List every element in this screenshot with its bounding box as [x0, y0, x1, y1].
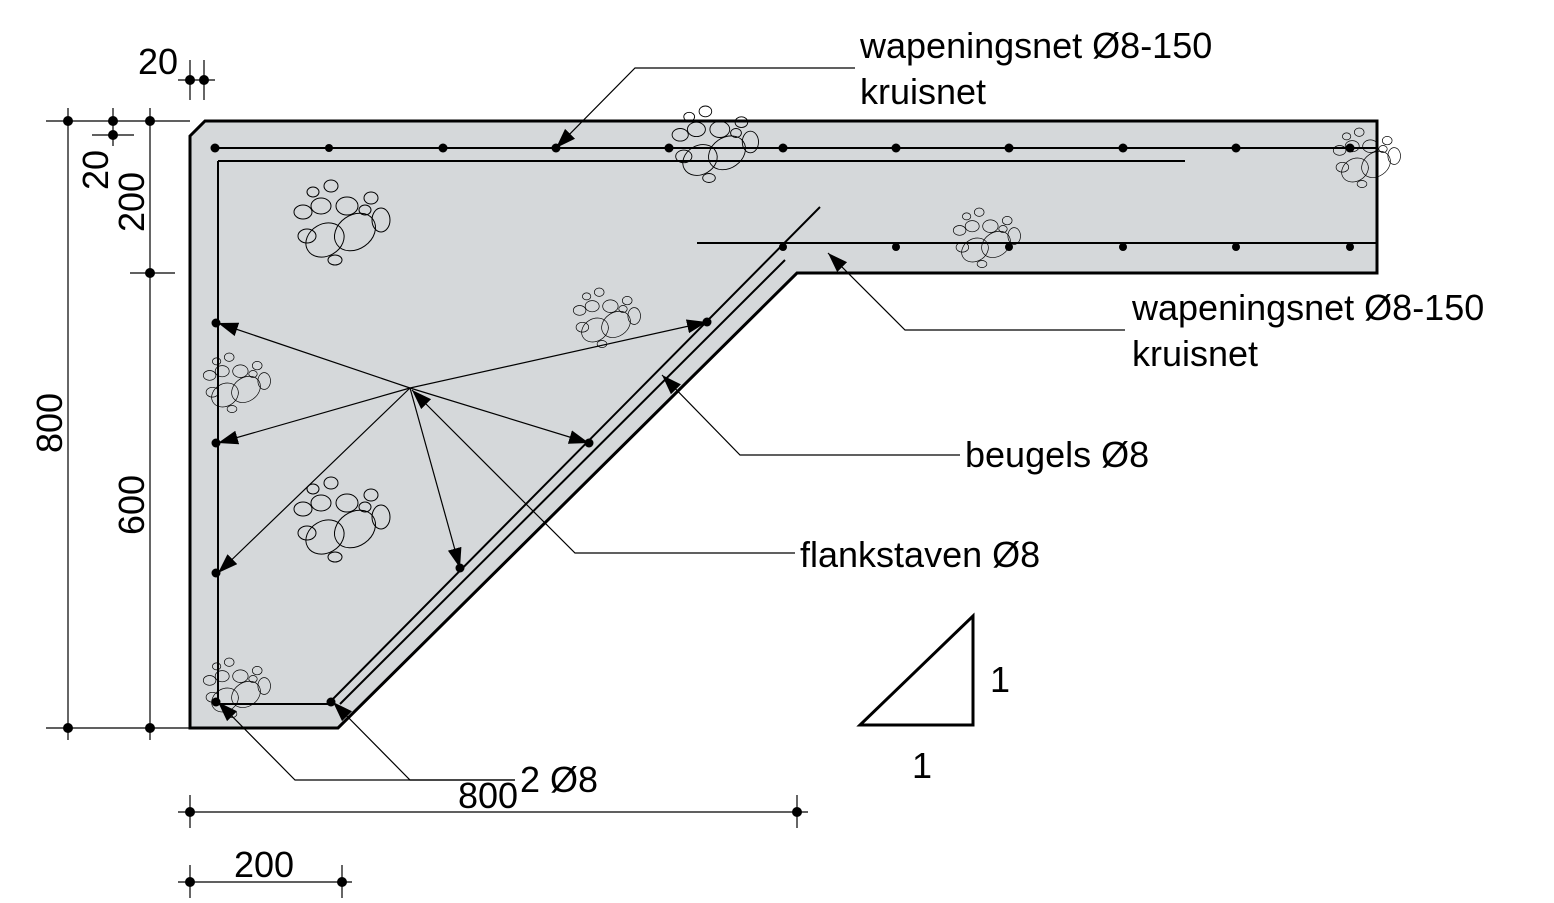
concrete-section [188, 119, 1379, 730]
slope-triangle [856, 612, 975, 727]
label-leaders [217, 67, 1125, 781]
dim-lower-height: 600 [111, 475, 152, 535]
bar-dots [210, 143, 1355, 707]
vertical-dimensions [46, 108, 190, 740]
label-bottom-mesh-line2: kruisnet [1132, 333, 1258, 374]
dim-total-width: 800 [458, 775, 518, 816]
dim-left-cover: 20 [75, 150, 116, 190]
stirrup-lines [217, 319, 708, 574]
horizontal-dimensions [178, 60, 808, 898]
dim-slab-thickness: 200 [111, 172, 152, 232]
dim-top-cover: 20 [138, 41, 178, 82]
label-top-mesh-line2: kruisnet [860, 71, 986, 112]
dim-total-height: 800 [29, 393, 70, 453]
label-bottom-mesh-line1: wapeningsnet Ø8-150 [1131, 287, 1484, 328]
label-corner-bars: 2 Ø8 [520, 759, 598, 800]
label-stirrups: beugels Ø8 [965, 434, 1149, 475]
dim-wall-width: 200 [234, 844, 294, 885]
slope-run: 1 [912, 745, 932, 786]
label-side-bars: flankstaven Ø8 [800, 534, 1040, 575]
label-top-mesh-line1: wapeningsnet Ø8-150 [859, 25, 1212, 66]
slope-rise: 1 [990, 659, 1010, 700]
